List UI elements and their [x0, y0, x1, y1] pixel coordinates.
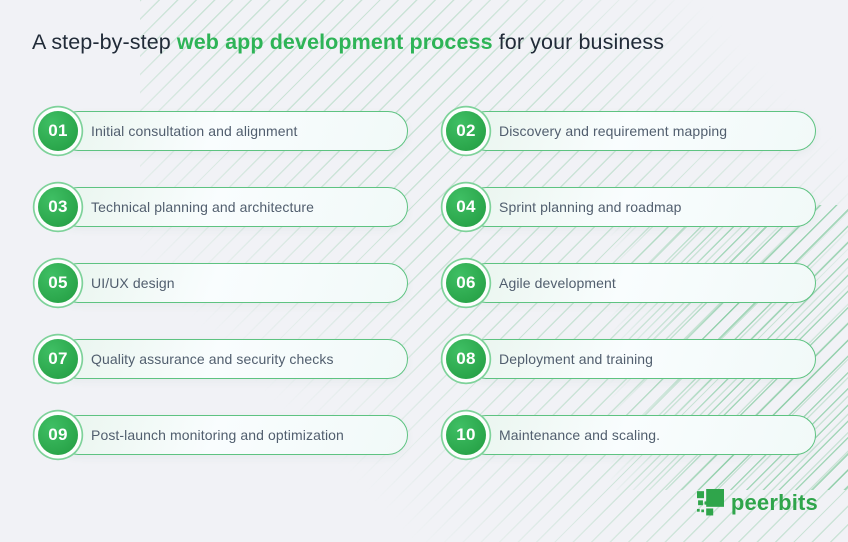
- step-label: Post-launch monitoring and optimization: [91, 427, 344, 443]
- step-item-02: Discovery and requirement mapping 02: [440, 105, 816, 157]
- step-item-10: Maintenance and scaling. 10: [440, 409, 816, 461]
- step-item-04: Sprint planning and roadmap 04: [440, 181, 816, 233]
- brand-name: peerbits: [730, 489, 818, 515]
- step-pill: Technical planning and architecture: [58, 187, 408, 227]
- step-number: 01: [48, 121, 68, 140]
- step-label: Agile development: [499, 275, 616, 291]
- step-number: 05: [48, 273, 68, 292]
- step-pill: Sprint planning and roadmap: [466, 187, 816, 227]
- step-number-badge: 01: [38, 111, 78, 151]
- title-prefix: A step-by-step: [32, 30, 177, 54]
- step-item-05: UI/UX design 05: [32, 257, 408, 309]
- step-label: Maintenance and scaling.: [499, 427, 661, 443]
- step-number: 02: [456, 121, 476, 140]
- title-suffix: for your business: [492, 30, 665, 54]
- title-highlight: web app development process: [176, 30, 493, 54]
- step-number: 08: [456, 349, 476, 368]
- step-number: 10: [456, 425, 476, 444]
- step-pill: Deployment and training: [466, 339, 816, 379]
- step-label: Initial consultation and alignment: [91, 123, 298, 139]
- step-pill: Agile development: [466, 263, 816, 303]
- step-pill: Maintenance and scaling.: [466, 415, 816, 455]
- step-label: Technical planning and architecture: [91, 199, 314, 215]
- step-number: 06: [456, 273, 476, 292]
- step-number-badge: 02: [446, 111, 486, 151]
- step-number: 09: [48, 425, 68, 444]
- step-number-badge: 05: [38, 263, 78, 303]
- step-pill: Discovery and requirement mapping: [466, 111, 816, 151]
- step-item-07: Quality assurance and security checks 07: [32, 333, 408, 385]
- step-pill: Initial consultation and alignment: [58, 111, 408, 151]
- step-label: Sprint planning and roadmap: [499, 199, 682, 215]
- step-item-03: Technical planning and architecture 03: [32, 181, 408, 233]
- step-label: Discovery and requirement mapping: [499, 123, 728, 139]
- step-item-01: Initial consultation and alignment 01: [32, 105, 408, 157]
- brand-footer: peerbits: [696, 489, 818, 516]
- step-number: 07: [48, 349, 68, 368]
- page-title: A step-by-step web app development proce…: [32, 30, 664, 55]
- step-pill: Post-launch monitoring and optimization: [58, 415, 408, 455]
- step-item-06: Agile development 06: [440, 257, 816, 309]
- step-number: 03: [48, 197, 68, 216]
- step-number-badge: 10: [446, 415, 486, 455]
- step-number-badge: 06: [446, 263, 486, 303]
- step-number: 04: [456, 197, 476, 216]
- step-number-badge: 04: [446, 187, 486, 227]
- step-label: Quality assurance and security checks: [91, 351, 334, 367]
- step-number-badge: 08: [446, 339, 486, 379]
- peerbits-logo-icon: [696, 489, 724, 516]
- step-label: UI/UX design: [91, 275, 175, 291]
- steps-grid: Initial consultation and alignment 01 Di…: [32, 105, 816, 461]
- step-pill: UI/UX design: [58, 263, 408, 303]
- step-item-08: Deployment and training 08: [440, 333, 816, 385]
- step-item-09: Post-launch monitoring and optimization …: [32, 409, 408, 461]
- step-label: Deployment and training: [499, 351, 654, 367]
- step-pill: Quality assurance and security checks: [58, 339, 408, 379]
- step-number-badge: 03: [38, 187, 78, 227]
- step-number-badge: 07: [38, 339, 78, 379]
- step-number-badge: 09: [38, 415, 78, 455]
